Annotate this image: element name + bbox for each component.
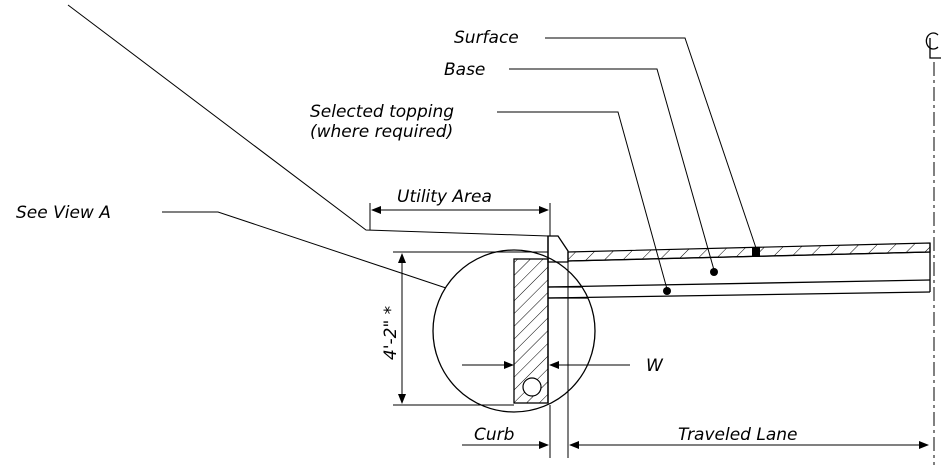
topping-leader — [497, 111, 668, 290]
side-slope-line — [67, 4, 549, 237]
curb-top — [547, 235, 569, 263]
surface-label: Surface — [454, 28, 519, 48]
base-label: Base — [444, 60, 485, 80]
see-view-a-label: See View A — [16, 203, 111, 223]
curb-label: Curb — [474, 425, 514, 445]
topping-dot — [663, 287, 671, 295]
topping-layer-top — [547, 279, 931, 288]
base-dot — [710, 268, 718, 276]
base-leader — [509, 68, 715, 271]
traveled-lane-label: Traveled Lane — [678, 425, 798, 445]
centerline-symbol — [925, 32, 941, 59]
drain-pipe — [522, 377, 542, 397]
topping-label-line2: (where required) — [310, 122, 453, 142]
height-label: 4'-2" * — [381, 306, 401, 360]
topping-inside-circle — [548, 286, 595, 299]
utility-area-label: Utility Area — [397, 187, 492, 207]
w-label: W — [646, 356, 664, 376]
topping-layer-bottom — [547, 291, 931, 299]
view-a-leader — [162, 211, 447, 289]
base-layer — [567, 251, 931, 262]
topping-label-line1: Selected topping — [310, 102, 454, 122]
pavement-surface-layer — [567, 242, 931, 262]
view-a-circle — [432, 249, 596, 413]
surface-leader — [545, 37, 757, 249]
surface-marker — [752, 247, 760, 257]
